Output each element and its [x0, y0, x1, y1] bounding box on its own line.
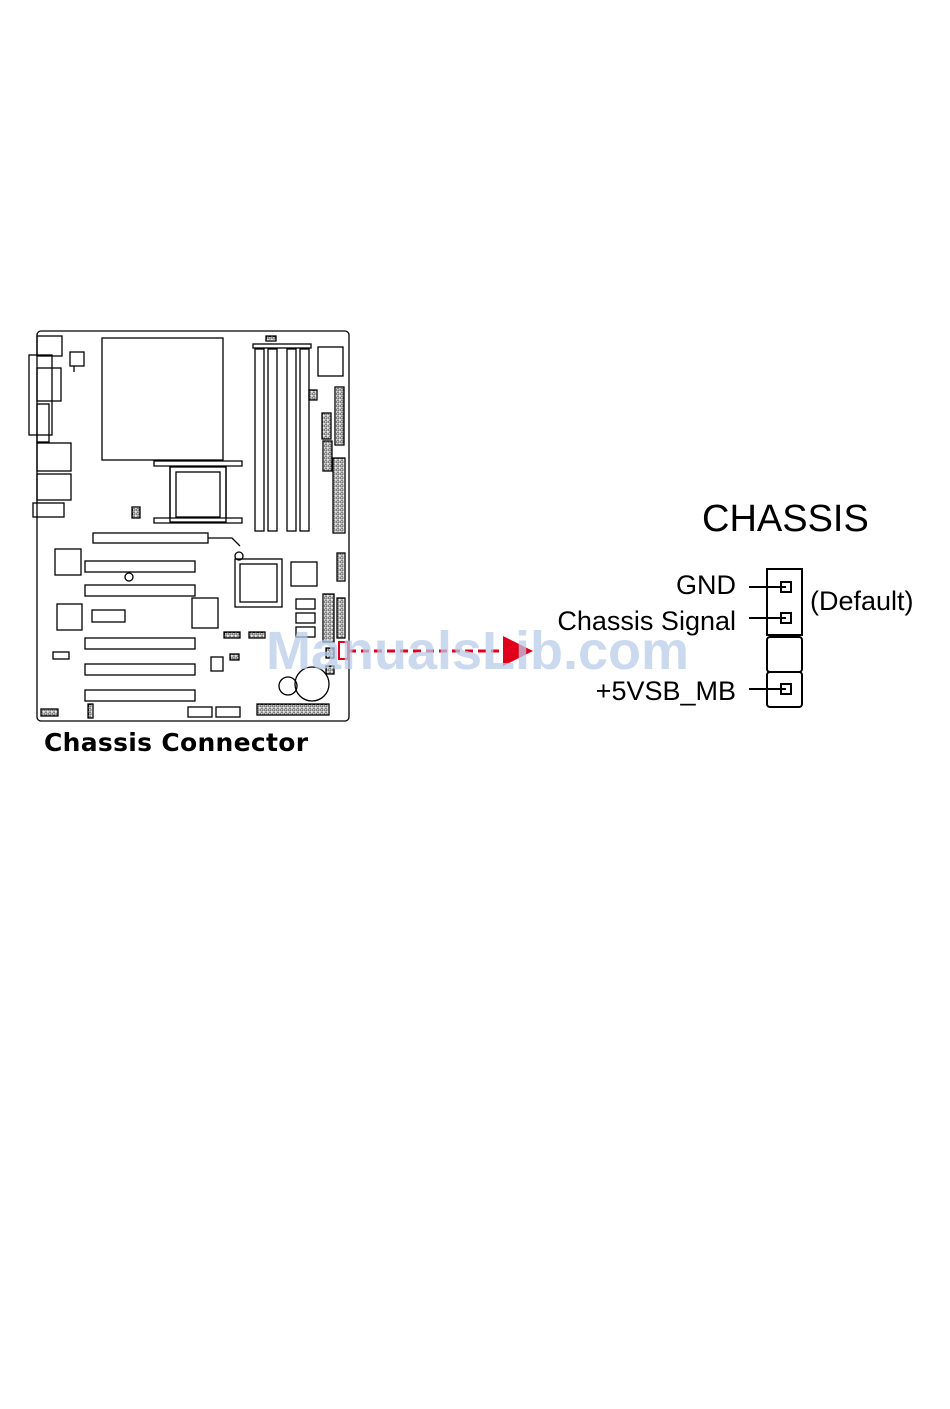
figure-caption: Chassis Connector — [44, 728, 308, 757]
watermark: ManualsLib.com — [266, 620, 689, 682]
expansion-slots — [85, 533, 240, 701]
cpu-socket — [102, 338, 242, 523]
pin-label-gnd: GND — [676, 570, 736, 601]
default-jumper-label: (Default) — [810, 586, 914, 617]
connector-title: CHASSIS — [702, 498, 869, 541]
chassis-connector-pinout — [749, 569, 802, 707]
memory-slots — [253, 344, 311, 531]
